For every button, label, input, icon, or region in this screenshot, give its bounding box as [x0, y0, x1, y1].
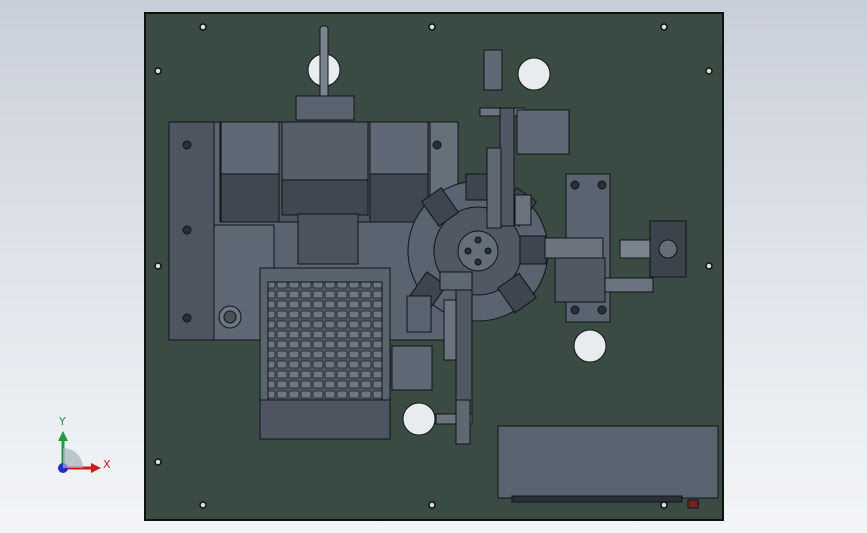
triad-y-label: Y [58, 415, 66, 428]
handle-rod[interactable] [295, 25, 355, 121]
triad-x-label: X [103, 458, 111, 471]
coordinate-triad: Y X [58, 415, 111, 473]
right-station[interactable] [544, 173, 687, 323]
parts-tray[interactable] [259, 267, 391, 440]
transfer-arm-lower[interactable] [391, 271, 473, 445]
mounting-holes [154, 23, 713, 509]
control-box[interactable] [497, 425, 719, 509]
y-axis-arrow-icon [58, 431, 68, 441]
transfer-arm-upper[interactable] [479, 49, 570, 229]
x-axis-arrow-icon [91, 463, 101, 473]
clearance-holes [307, 53, 607, 436]
